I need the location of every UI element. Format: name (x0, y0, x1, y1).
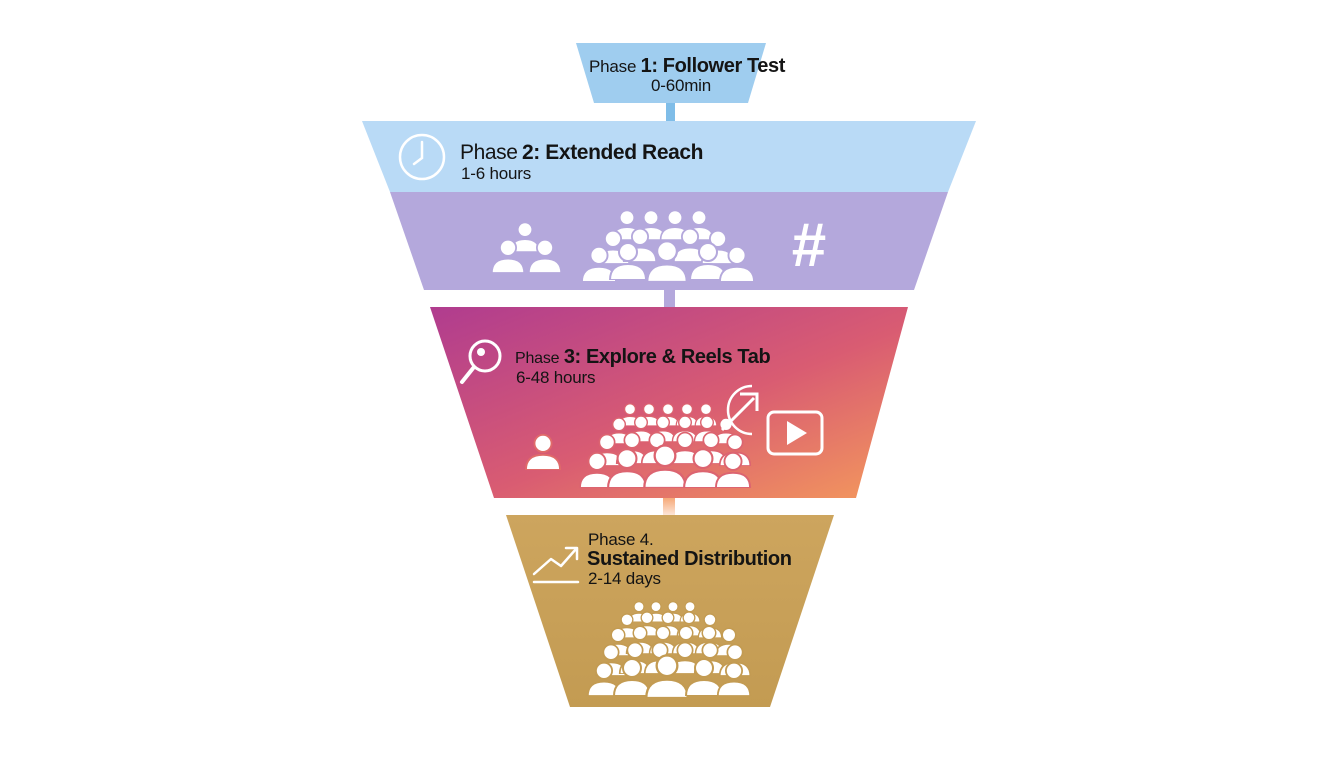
hashtag-icon: # (792, 211, 826, 280)
phase-1-name: 1: Follower Test (640, 55, 786, 77)
phase-1-title: Phase 1: Follower Test (589, 56, 785, 77)
reels-play-icon (766, 410, 824, 456)
phase-2-prefix: Phase (460, 141, 518, 164)
phase-1-duration: 0-60min (651, 76, 712, 95)
phase-1-prefix: Phase (589, 57, 637, 76)
trending-arrow-icon (720, 384, 759, 436)
phase-2-segment-top (362, 121, 976, 192)
phase-2-duration: 1-6 hours (461, 164, 532, 183)
phase-4-name: Sustained Distribution (587, 548, 792, 570)
search-icon (460, 339, 502, 384)
phase-3-title: Phase 3: Explore & Reels Tab (515, 346, 771, 368)
phase-3-name: 3: Explore & Reels Tab (563, 346, 771, 368)
growth-chart-icon (532, 546, 580, 584)
clock-icon (398, 133, 446, 181)
phase-1-segment (576, 43, 766, 103)
phase-4-duration: 2-14 days (588, 569, 661, 588)
phase-3-duration: 6-48 hours (516, 368, 596, 387)
phase-2-name: 2: Extended Reach (522, 141, 704, 164)
phase-3-prefix: Phase (515, 350, 560, 367)
phase-4-prefix: Phase 4. (588, 530, 654, 549)
phase-2-title: Phase 2: Extended Reach (460, 141, 704, 164)
